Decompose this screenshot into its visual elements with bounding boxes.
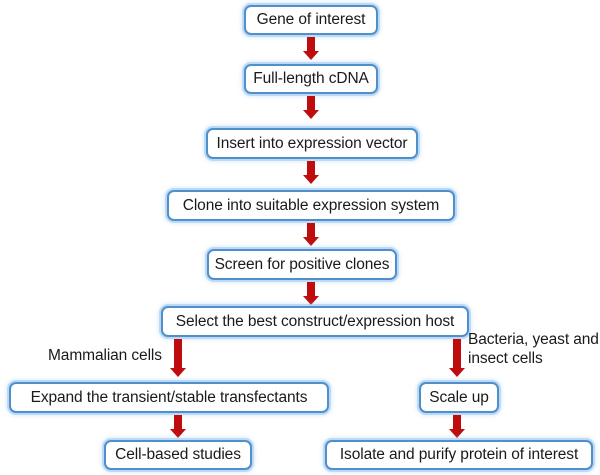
node-label: Scale up bbox=[429, 388, 489, 406]
node-cell-based-studies[interactable]: Cell-based studies bbox=[104, 440, 252, 470]
node-label: Select the best construct/expression hos… bbox=[175, 312, 455, 330]
node-screen-for-positive-clones[interactable]: Screen for positive clones bbox=[207, 249, 397, 280]
node-label: Gene of interest bbox=[256, 11, 366, 29]
node-isolate-and-purify-protein[interactable]: Isolate and purify protein of interest bbox=[325, 440, 593, 470]
node-clone-into-suitable-expression-system[interactable]: Clone into suitable expression system bbox=[167, 190, 455, 221]
node-scale-up[interactable]: Scale up bbox=[419, 382, 499, 413]
node-label: Insert into expression vector bbox=[216, 134, 408, 152]
node-label: Isolate and purify protein of interest bbox=[339, 446, 579, 464]
node-label: Screen for positive clones bbox=[214, 255, 390, 273]
node-label: Expand the transient/stable transfectant… bbox=[30, 388, 308, 406]
node-label: Clone into suitable expression system bbox=[182, 196, 440, 214]
node-insert-into-expression-vector[interactable]: Insert into expression vector bbox=[206, 128, 418, 159]
node-gene-of-interest[interactable]: Gene of interest bbox=[244, 5, 378, 35]
node-label: Full-length cDNA bbox=[253, 70, 369, 88]
node-label: Cell-based studies bbox=[115, 446, 241, 464]
edge-label-mammalian-cells: Mammalian cells bbox=[48, 347, 162, 364]
node-full-length-cdna[interactable]: Full-length cDNA bbox=[244, 64, 378, 94]
edge-label-bacteria-yeast-insect-cells: Bacteria, yeast and insect cells bbox=[468, 331, 599, 367]
node-select-best-construct[interactable]: Select the best construct/expression hos… bbox=[161, 306, 469, 337]
node-expand-transfectants[interactable]: Expand the transient/stable transfectant… bbox=[9, 382, 329, 413]
